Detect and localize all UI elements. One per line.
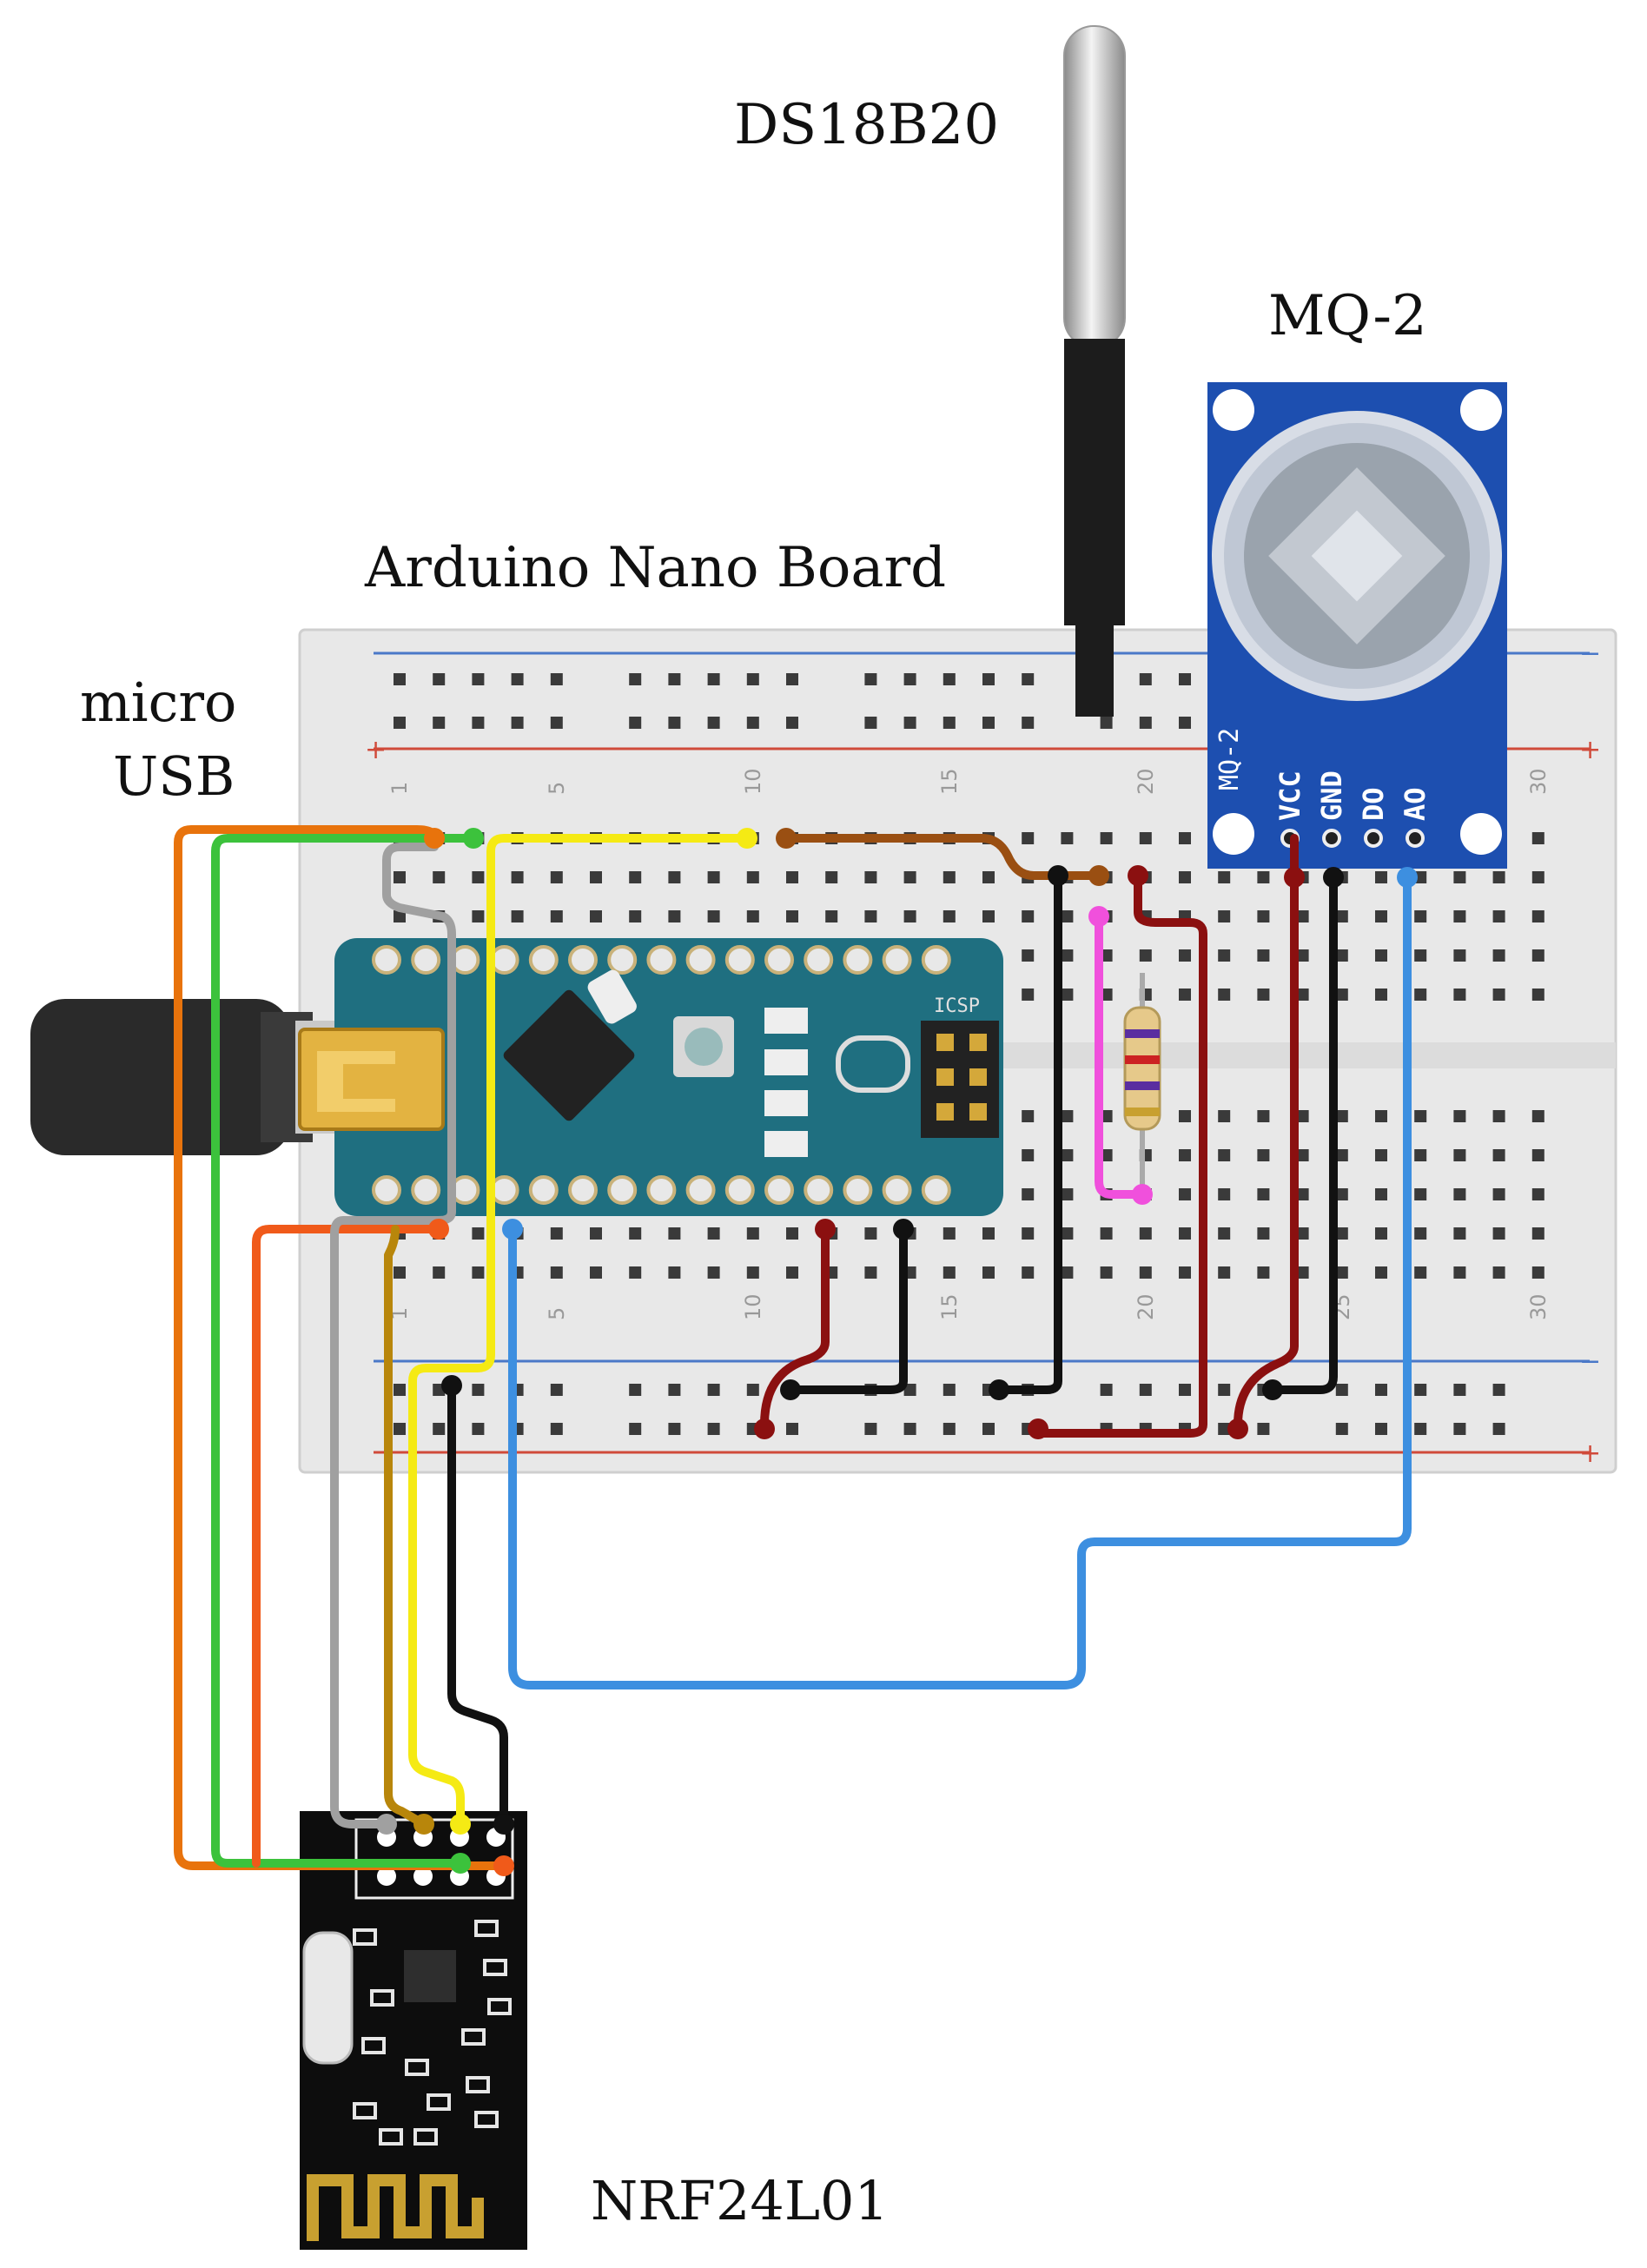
wire-end <box>754 1418 775 1439</box>
column-number: 1 <box>387 782 412 795</box>
column-number: 30 <box>1526 768 1551 795</box>
mq2-pin-label: VCC <box>1273 770 1306 821</box>
wire-end <box>893 1219 914 1240</box>
resistor <box>1123 973 1161 1190</box>
wire-end <box>493 1855 514 1876</box>
wire-end <box>1323 867 1344 888</box>
svg-text:+: + <box>365 735 387 765</box>
icsp-label: ICSP <box>934 995 980 1017</box>
column-number: 15 <box>937 1293 962 1320</box>
wire <box>995 871 1062 1394</box>
wire <box>786 1225 908 1394</box>
wire <box>760 1225 830 1429</box>
wires <box>174 825 1418 1876</box>
wire-end <box>450 1814 471 1835</box>
wire-end <box>1088 865 1109 886</box>
nrf24l01-label: NRF24L01 <box>591 2169 889 2232</box>
wire <box>252 1225 443 1868</box>
wire-end <box>1048 865 1068 886</box>
nrf24l01-module <box>300 1811 527 2250</box>
wire-end <box>493 1814 514 1835</box>
wire-end <box>1397 867 1418 888</box>
wire-end <box>441 1375 462 1396</box>
wire-end <box>815 1219 836 1240</box>
wire-end <box>776 828 797 849</box>
wire-end <box>1028 1418 1048 1439</box>
wire-end <box>428 1219 449 1240</box>
wire-end <box>413 1814 434 1835</box>
mq2-board-label: MQ-2 <box>1214 728 1245 790</box>
column-number: 20 <box>1134 768 1158 795</box>
wire-end <box>1088 906 1109 927</box>
wire-end <box>502 1219 523 1240</box>
wire <box>211 834 478 1868</box>
micro-usb-label-line2: USB <box>113 744 235 808</box>
wire-end <box>1128 865 1148 886</box>
wire-end <box>989 1379 1009 1400</box>
mq2-pin-label: GND <box>1315 770 1348 821</box>
arduino-label: Arduino Nano Board <box>364 536 946 600</box>
wire-end <box>1284 867 1305 888</box>
mq2-label: MQ-2 <box>1268 284 1427 348</box>
wire-end <box>376 1814 397 1835</box>
svg-text:+: + <box>1579 735 1601 765</box>
wire <box>782 834 1103 880</box>
wire-end <box>424 828 445 849</box>
wire-end <box>463 828 484 849</box>
column-number: 5 <box>545 1307 569 1320</box>
mq2-pin-label: AO <box>1399 787 1432 821</box>
wire <box>447 1381 508 1828</box>
column-number: 10 <box>741 768 765 795</box>
wire <box>1095 908 1147 1199</box>
arduino-nano: ICSP <box>298 938 1003 1216</box>
column-number: 5 <box>545 782 569 795</box>
column-number: 30 <box>1526 1293 1551 1320</box>
column-number: 1 <box>387 1307 412 1320</box>
wire <box>1034 871 1207 1438</box>
wire <box>1234 834 1299 1429</box>
wire-end <box>1262 1379 1283 1400</box>
wire-end <box>737 828 757 849</box>
arduino-pin-headers <box>372 945 951 1205</box>
mq2-pin-label: DO <box>1357 787 1390 821</box>
svg-text:+: + <box>1579 1438 1601 1469</box>
wire-end <box>780 1379 801 1400</box>
wire <box>508 869 1412 1689</box>
wire-end <box>1132 1184 1153 1205</box>
ds18b20-label: DS18B20 <box>734 93 999 157</box>
wire-end <box>450 1853 471 1874</box>
ds18b20-sensor <box>1063 25 1126 717</box>
svg-text:−: − <box>1579 638 1601 669</box>
mq2-sensor: MQ-2 VCC GND DO AO <box>1207 382 1507 869</box>
column-number: 20 <box>1134 1293 1158 1320</box>
wire-end <box>1227 1418 1248 1439</box>
wire <box>1268 873 1338 1394</box>
wire <box>384 1225 428 1828</box>
micro-usb-label-line1: micro <box>80 671 236 734</box>
svg-text:−: − <box>1579 1346 1601 1377</box>
wire <box>408 834 751 1828</box>
wire <box>330 843 456 1828</box>
column-number: 15 <box>937 768 962 795</box>
column-number: 10 <box>741 1293 765 1320</box>
